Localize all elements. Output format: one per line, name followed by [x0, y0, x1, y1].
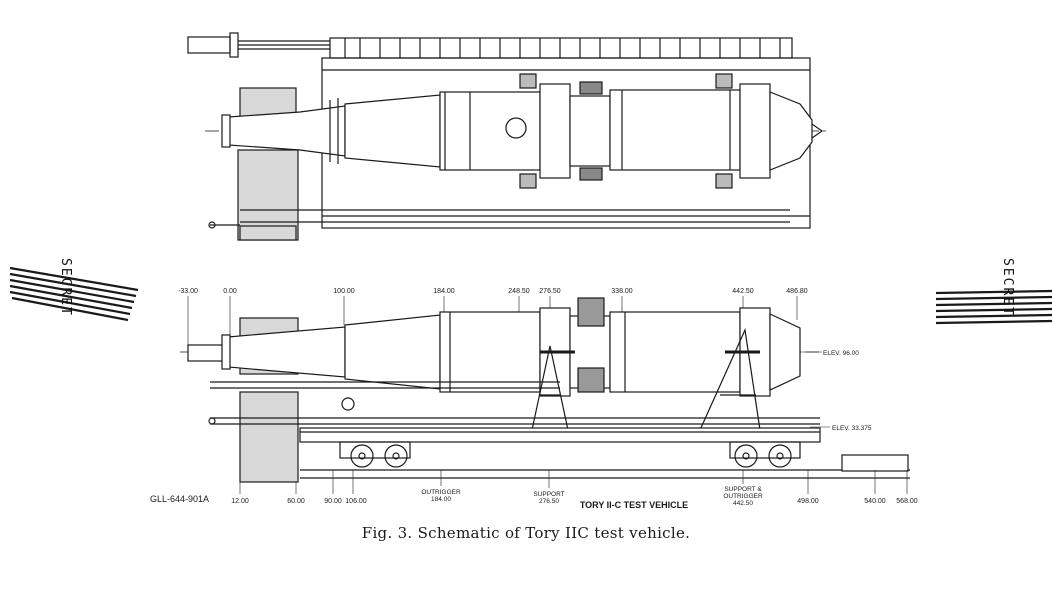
elevation-label-96: ELEV. 96.00	[823, 350, 859, 357]
stamp-left-text: SECRET	[58, 258, 73, 317]
station-label: 106.00	[345, 498, 367, 505]
top-rail-ties	[344, 38, 781, 58]
elevation-labels: ELEV. 96.00 ELEV. 33.375	[823, 350, 872, 432]
callout-outrigger-station: 184.00	[431, 496, 451, 503]
figure-caption: Fig. 3. Schematic of Tory IIC test vehic…	[361, 524, 691, 542]
elevation-label-33: ELEV. 33.375	[832, 425, 872, 432]
vehicle-title: TORY II-C TEST VEHICLE	[580, 500, 688, 510]
station-label: 184.00	[433, 288, 455, 295]
station-label: 540.00	[864, 498, 886, 505]
elevation-view	[180, 296, 910, 494]
callout-support-outrigger-station: 442.50	[733, 500, 753, 507]
support-callouts: OUTRIGGER 184.00 SUPPORT 276.50 SUPPORT …	[421, 486, 763, 507]
stamp-right-text: SECRET	[1000, 258, 1015, 317]
station-label: 568.00	[896, 498, 918, 505]
station-label: 486.80	[786, 288, 808, 295]
callout-support: SUPPORT	[533, 491, 564, 498]
station-label: 12.00	[231, 498, 249, 505]
station-labels-bottom: 12.00 60.00 90.00 106.00 498.00 540.00 5…	[231, 498, 918, 505]
station-label: 248.50	[508, 288, 530, 295]
right-classification-stamp	[935, 289, 1052, 325]
callout-support-and: SUPPORT &	[724, 486, 762, 493]
station-labels-top: -33.00 0.00 100.00 184.00 248.50 276.50 …	[178, 288, 808, 295]
station-label: 338.00	[611, 288, 633, 295]
station-label: 276.50	[539, 288, 561, 295]
left-classification-stamp	[9, 266, 139, 322]
callout-outrigger: OUTRIGGER	[421, 489, 461, 496]
station-label: 100.00	[333, 288, 355, 295]
station-label: -33.00	[178, 288, 198, 295]
plan-view	[187, 32, 830, 241]
station-label: 442.50	[732, 288, 754, 295]
station-label: 0.00	[223, 288, 237, 295]
station-label: 60.00	[287, 498, 305, 505]
station-label: 498.00	[797, 498, 819, 505]
station-label: 90.00	[324, 498, 342, 505]
callout-support-outrigger: OUTRIGGER	[723, 493, 763, 500]
drawing-number: GLL-644-901A	[150, 494, 209, 504]
callout-support-station: 276.50	[539, 498, 559, 505]
